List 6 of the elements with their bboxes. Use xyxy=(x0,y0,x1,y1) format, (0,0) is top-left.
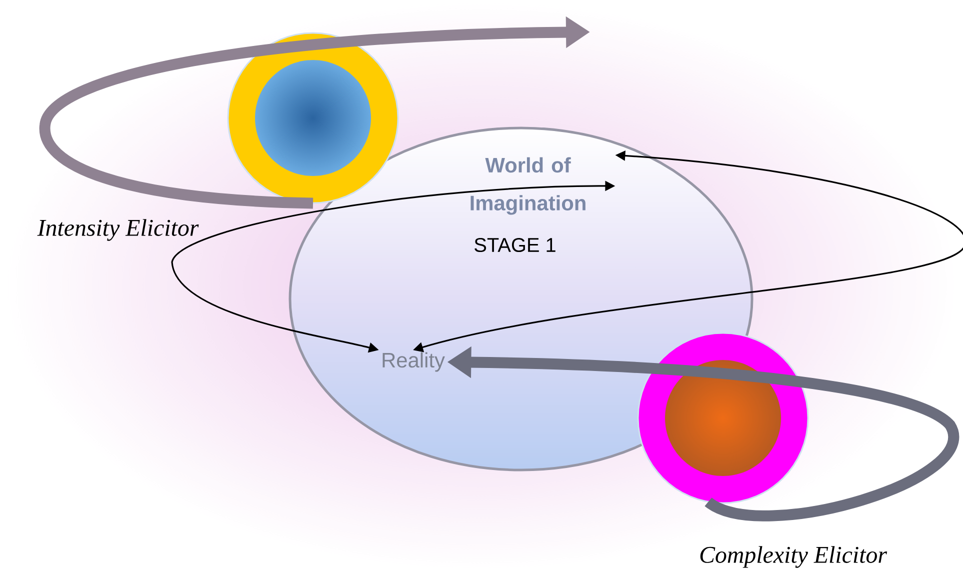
sphere-drawing xyxy=(227,32,399,204)
elicitor-label: Complexity Elicitor xyxy=(700,546,888,568)
elicitor-label: Intensity Elicitor xyxy=(37,219,199,241)
sphere-drawing xyxy=(637,332,809,504)
heading-text: World of Imagination xyxy=(470,157,586,215)
heading-text: Reality xyxy=(382,352,445,372)
